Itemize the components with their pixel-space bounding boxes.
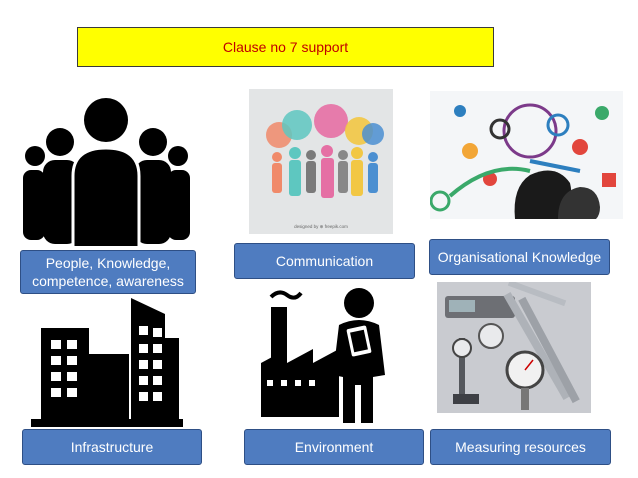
knowledge-brain-icon (430, 91, 623, 219)
slide-title: Clause no 7 support (77, 27, 494, 67)
people-group-icon (23, 98, 190, 246)
label-communication: Communication (234, 243, 415, 279)
label-environment-text: Environment (294, 439, 374, 455)
factory-person-icon (261, 288, 385, 423)
label-environment: Environment (244, 429, 424, 465)
label-organisational-knowledge: Organisational Knowledge (429, 239, 610, 275)
label-people: People, Knowledge, competence, awareness (20, 250, 196, 294)
label-organisational-knowledge-text: Organisational Knowledge (437, 249, 602, 265)
label-measuring-resources: Measuring resources (430, 429, 611, 465)
communication-people-icon: designed by ⊕ freepik.com (249, 89, 393, 234)
label-communication-text: Communication (275, 253, 374, 269)
image-caption: designed by ⊕ freepik.com (294, 224, 348, 229)
slide-title-text: Clause no 7 support (222, 39, 349, 55)
city-buildings-icon (31, 298, 183, 427)
label-measuring-resources-text: Measuring resources (455, 439, 586, 455)
label-infrastructure: Infrastructure (22, 429, 202, 465)
label-people-text: People, Knowledge, competence, awareness (32, 255, 184, 289)
measuring-tools-icon (437, 282, 591, 413)
label-infrastructure-text: Infrastructure (70, 439, 154, 455)
